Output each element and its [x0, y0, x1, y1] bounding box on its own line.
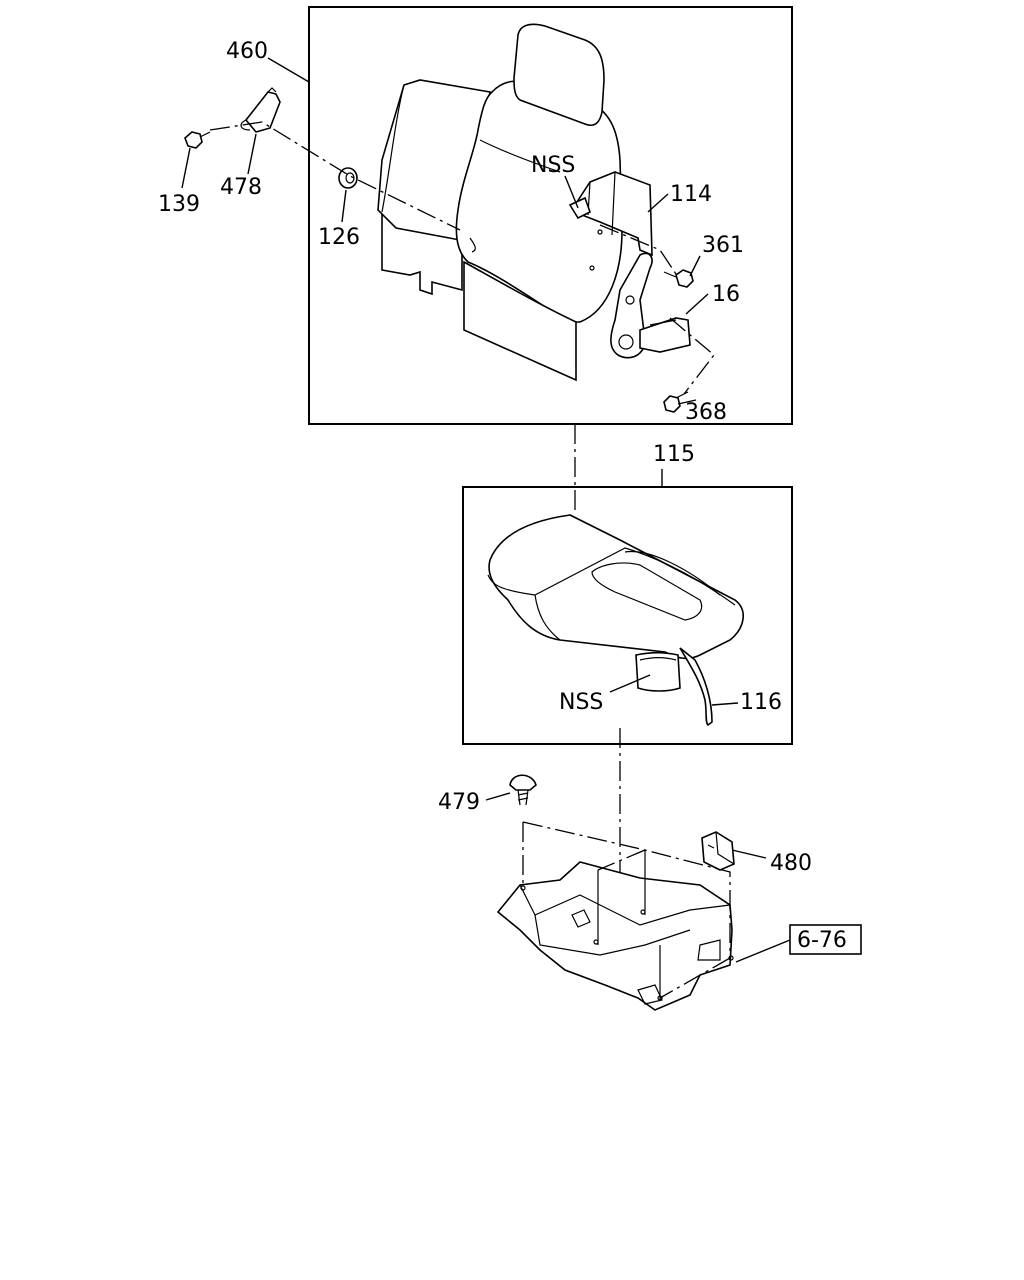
part-478-clip — [240, 87, 281, 133]
part-479-push-pin — [509, 774, 537, 806]
assembly-line-368 — [669, 317, 715, 395]
assembly-line-bracket — [599, 224, 677, 275]
assembly-line-base — [522, 821, 731, 999]
callout-114: 114 — [670, 182, 712, 207]
callout-460: 460 — [226, 39, 268, 64]
callout-361: 361 — [702, 233, 744, 258]
part-126-grommet — [338, 167, 358, 189]
part-480-clip — [701, 831, 735, 871]
callout-368: 368 — [685, 400, 727, 425]
callout-16: 16 — [712, 282, 740, 307]
callout-115: 115 — [653, 442, 695, 467]
seat-cushion-illustration — [487, 514, 744, 727]
callout-126: 126 — [318, 225, 360, 250]
callout-478: 478 — [220, 175, 262, 200]
assembly-line-upper — [209, 121, 461, 231]
part-361-bolt — [663, 269, 694, 288]
seat-back-frame — [308, 6, 793, 425]
seat-base-illustration — [496, 850, 734, 1011]
page-reference-676[interactable]: 6-76 — [797, 928, 847, 953]
callout-480: 480 — [770, 851, 812, 876]
callout-479: 479 — [438, 790, 480, 815]
seat-cushion-frame — [462, 486, 793, 745]
callout-nss-upper: NSS — [531, 153, 575, 178]
callout-116: 116 — [740, 690, 782, 715]
seat-back-illustration — [377, 23, 691, 382]
callout-nss-lower: NSS — [559, 690, 603, 715]
page-reference-box[interactable] — [789, 924, 862, 955]
part-368-bolt — [663, 391, 689, 413]
part-139-bolt — [184, 131, 211, 149]
leader-lines — [181, 57, 791, 963]
callout-139: 139 — [158, 192, 200, 217]
